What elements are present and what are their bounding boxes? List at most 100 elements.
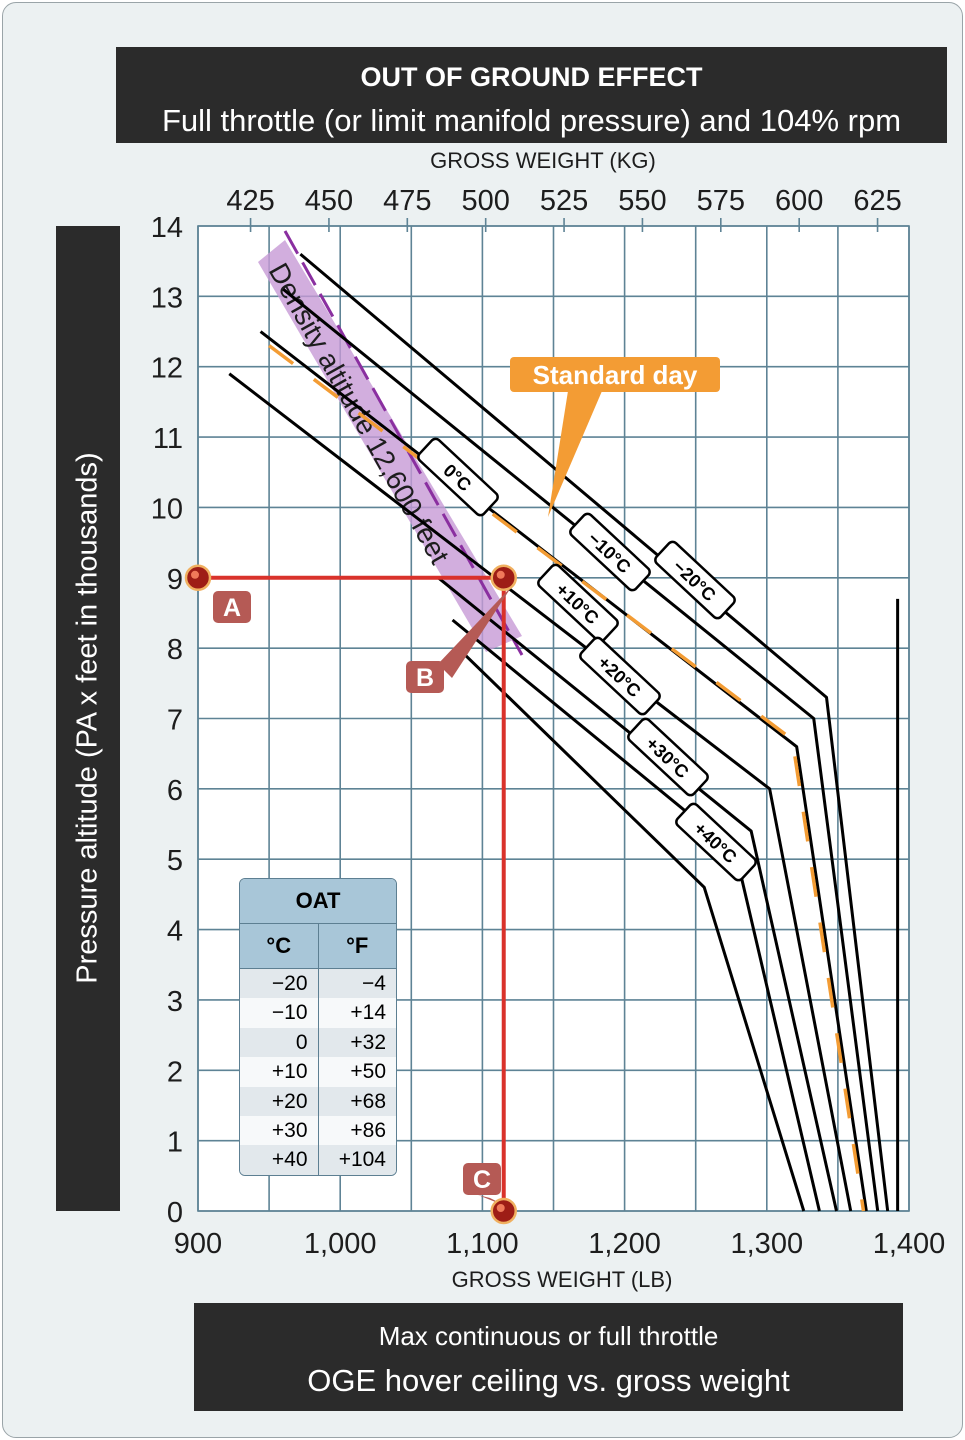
oat-curve (437, 576, 838, 1212)
standard-day-pointer (548, 391, 602, 517)
point-label-pointer (438, 586, 512, 678)
curves (228, 252, 900, 1212)
oat-curve (228, 372, 853, 1212)
point-label-c: C (463, 1163, 508, 1207)
x-tick-label: 1,100 (446, 1228, 519, 1260)
x2-tick-label: 475 (383, 185, 431, 217)
x2-tick-labels: 425 450 475 500 525 550 575 600 625 (226, 185, 901, 217)
point-marker (490, 1197, 517, 1225)
oat-fahrenheit-cell: +14 (350, 1001, 386, 1025)
oat-celsius-cell: +40 (240, 1145, 319, 1175)
oat-fahrenheit-cell: −4 (362, 972, 386, 995)
x-tick-label: 1,400 (873, 1228, 946, 1260)
standard-day-box (510, 357, 720, 392)
oat-celsius-cell: −10 (240, 998, 319, 1028)
point-marker-outer (184, 564, 212, 592)
standard-day-line (268, 344, 866, 1212)
point-label-box (406, 661, 444, 693)
x2-tick-label: 425 (226, 185, 274, 217)
x-tick-label: 1,200 (588, 1228, 661, 1260)
example-path (198, 575, 506, 1211)
point-label-a: A (213, 591, 251, 623)
oat-curve (464, 654, 806, 1212)
curve-label-box (675, 802, 757, 882)
y-tick-label: 12 (151, 353, 183, 385)
point-label-box (463, 1163, 501, 1195)
point-marker (184, 564, 212, 592)
oat-table-row: −10 +14 (240, 998, 396, 1028)
oat-celsius-cell: +20 (240, 1086, 319, 1116)
x-tick-label: 1,000 (304, 1228, 377, 1260)
y-tick-label: 14 (151, 212, 183, 244)
y-tick-label: 7 (167, 705, 183, 737)
point-label-text: C (473, 1166, 491, 1194)
y-tick-label: 3 (167, 986, 183, 1018)
oat-curve (299, 252, 890, 1212)
y-tick-label: 5 (167, 845, 183, 877)
oat-table-row: 0 +32 (240, 1027, 396, 1058)
y-tick-label: 8 (167, 634, 183, 666)
oat-celsius-cell: −20 (240, 969, 319, 999)
point-marker-highlight (496, 1204, 505, 1212)
x2-tick-label: 550 (618, 185, 666, 217)
y-tick-label: 2 (167, 1056, 183, 1088)
chart-title: OUT OF GROUND EFFECT (360, 62, 703, 92)
oat-table-row: +30+86 (240, 1115, 396, 1146)
oat-fahrenheit-cell: +86 (350, 1118, 386, 1142)
x-axis-label: GROSS WEIGHT (LB) (452, 1267, 673, 1292)
oat-table-row: −20 −4 (240, 969, 396, 999)
y-axis-banner: Pressure altitude (PA x feet in thousand… (56, 226, 120, 1211)
standard-day-callout: Standard day (510, 357, 720, 517)
oat-curve (282, 288, 880, 1212)
header-banner: OUT OF GROUND EFFECT Full throttle (or l… (116, 47, 947, 143)
x-tick-label: 1,300 (731, 1228, 804, 1260)
y-tick-label: 0 (167, 1197, 183, 1229)
oat-header-fahrenheit: °F (346, 933, 369, 958)
x2-tick-label: 500 (461, 185, 509, 217)
x2-axis-label: GROSS WEIGHT (KG) (430, 148, 656, 173)
x-tick-label: 900 (174, 1228, 222, 1260)
x2-tick-label: 600 (775, 185, 823, 217)
curve-label-box (654, 540, 736, 620)
y-tick-label: 11 (153, 423, 183, 455)
y-tick-label: 10 (151, 493, 183, 525)
y-tick-label: 9 (167, 564, 183, 596)
point-label-box (213, 591, 251, 623)
y-tick-label: 6 (167, 775, 183, 807)
point-marker-outer (490, 564, 517, 592)
curve-label: +40°C (675, 802, 757, 882)
oat-fahrenheit-cell: +32 (350, 1030, 386, 1054)
point-label-text: B (416, 664, 434, 692)
oat-fahrenheit-cell: +68 (350, 1089, 386, 1113)
footer-banner: Max continuous or full throttle OGE hove… (194, 1303, 903, 1411)
point-marker-highlight (191, 570, 199, 579)
oat-celsius-cell: +10 (240, 1057, 319, 1087)
oat-fahrenheit-cell: +104 (338, 1148, 386, 1172)
y-tick-label: 4 (167, 916, 183, 948)
oat-table-rows: −20 −4 −10 +14 0 +32 +10 +50 +20 +68+30+86+40 +104 (240, 969, 396, 1175)
point-marker-outer (490, 1197, 517, 1225)
curve-label-box (569, 512, 651, 592)
footer-line2: OGE hover ceiling vs. gross weight (307, 1363, 790, 1398)
oat-header-celsius: °C (240, 924, 319, 968)
x-tick-labels: 900 1,000 1,100 1,200 1,300 1,400 (174, 1228, 945, 1260)
point-marker (490, 564, 517, 592)
oat-table-row: +20 +68 (240, 1086, 396, 1116)
curve-label-box (417, 437, 499, 517)
x2-tick-label: 450 (305, 185, 353, 217)
footer-line1: Max continuous or full throttle (378, 1321, 719, 1351)
x2-tick-label: 575 (697, 185, 745, 217)
density-band-edge (283, 230, 524, 656)
curve-label-box (579, 636, 661, 716)
plot-border (197, 225, 910, 1212)
oat-fahrenheit-cell: +50 (350, 1060, 386, 1084)
oat-celsius-cell: 0 (240, 1027, 319, 1058)
point-label-b: B (406, 586, 512, 693)
x2-tick-label: 625 (853, 185, 901, 217)
x2-tick-label: 525 (540, 185, 588, 217)
standard-day-label: Standard day (533, 360, 698, 390)
curve-label-box (627, 717, 709, 797)
